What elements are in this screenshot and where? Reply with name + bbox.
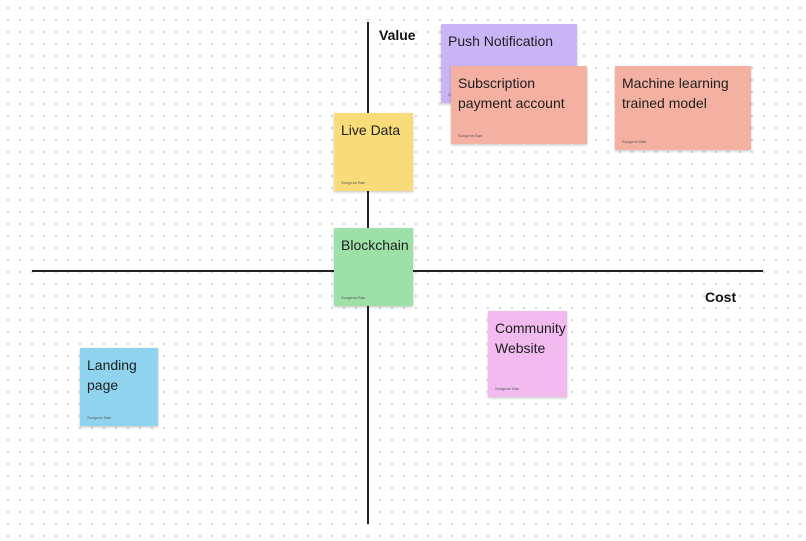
sticky-note-text: Live Data [341, 122, 401, 138]
sticky-note-author: Sungeon Bae [458, 133, 483, 138]
sticky-note-landing-page[interactable]: Landing page Sungeon Bae [80, 348, 158, 426]
sticky-note-machine-learning[interactable]: Machine learning trained model Sungeon B… [615, 66, 751, 150]
sticky-note-text: Machine learning trained model [622, 75, 729, 111]
sticky-note-community-website[interactable]: Community Website Sungeon Bae [488, 311, 567, 397]
sticky-note-author: Sungeon Bae [341, 180, 366, 185]
sticky-note-blockchain[interactable]: Blockchain Sungeon Bae [334, 228, 413, 306]
sticky-note-text: Community Website [495, 320, 566, 356]
sticky-note-author: Sungeon Bae [87, 415, 112, 420]
sticky-note-text: Blockchain [341, 237, 409, 253]
sticky-note-author: Sungeon Bae [341, 295, 366, 300]
sticky-note-text: Push Notification [448, 33, 554, 49]
sticky-note-live-data[interactable]: Live Data Sungeon Bae [334, 113, 413, 191]
sticky-note-text: Landing page [87, 357, 137, 393]
sticky-note-text: Subscription payment account [458, 75, 565, 111]
sticky-note-subscription-payment[interactable]: Subscription payment account Sungeon Bae [451, 66, 587, 144]
value-axis-label: Value [379, 27, 416, 43]
sticky-note-author: Sungeon Bae [622, 139, 647, 144]
sticky-note-author: Sungeon Bae [495, 386, 520, 391]
cost-axis-label: Cost [705, 289, 737, 305]
